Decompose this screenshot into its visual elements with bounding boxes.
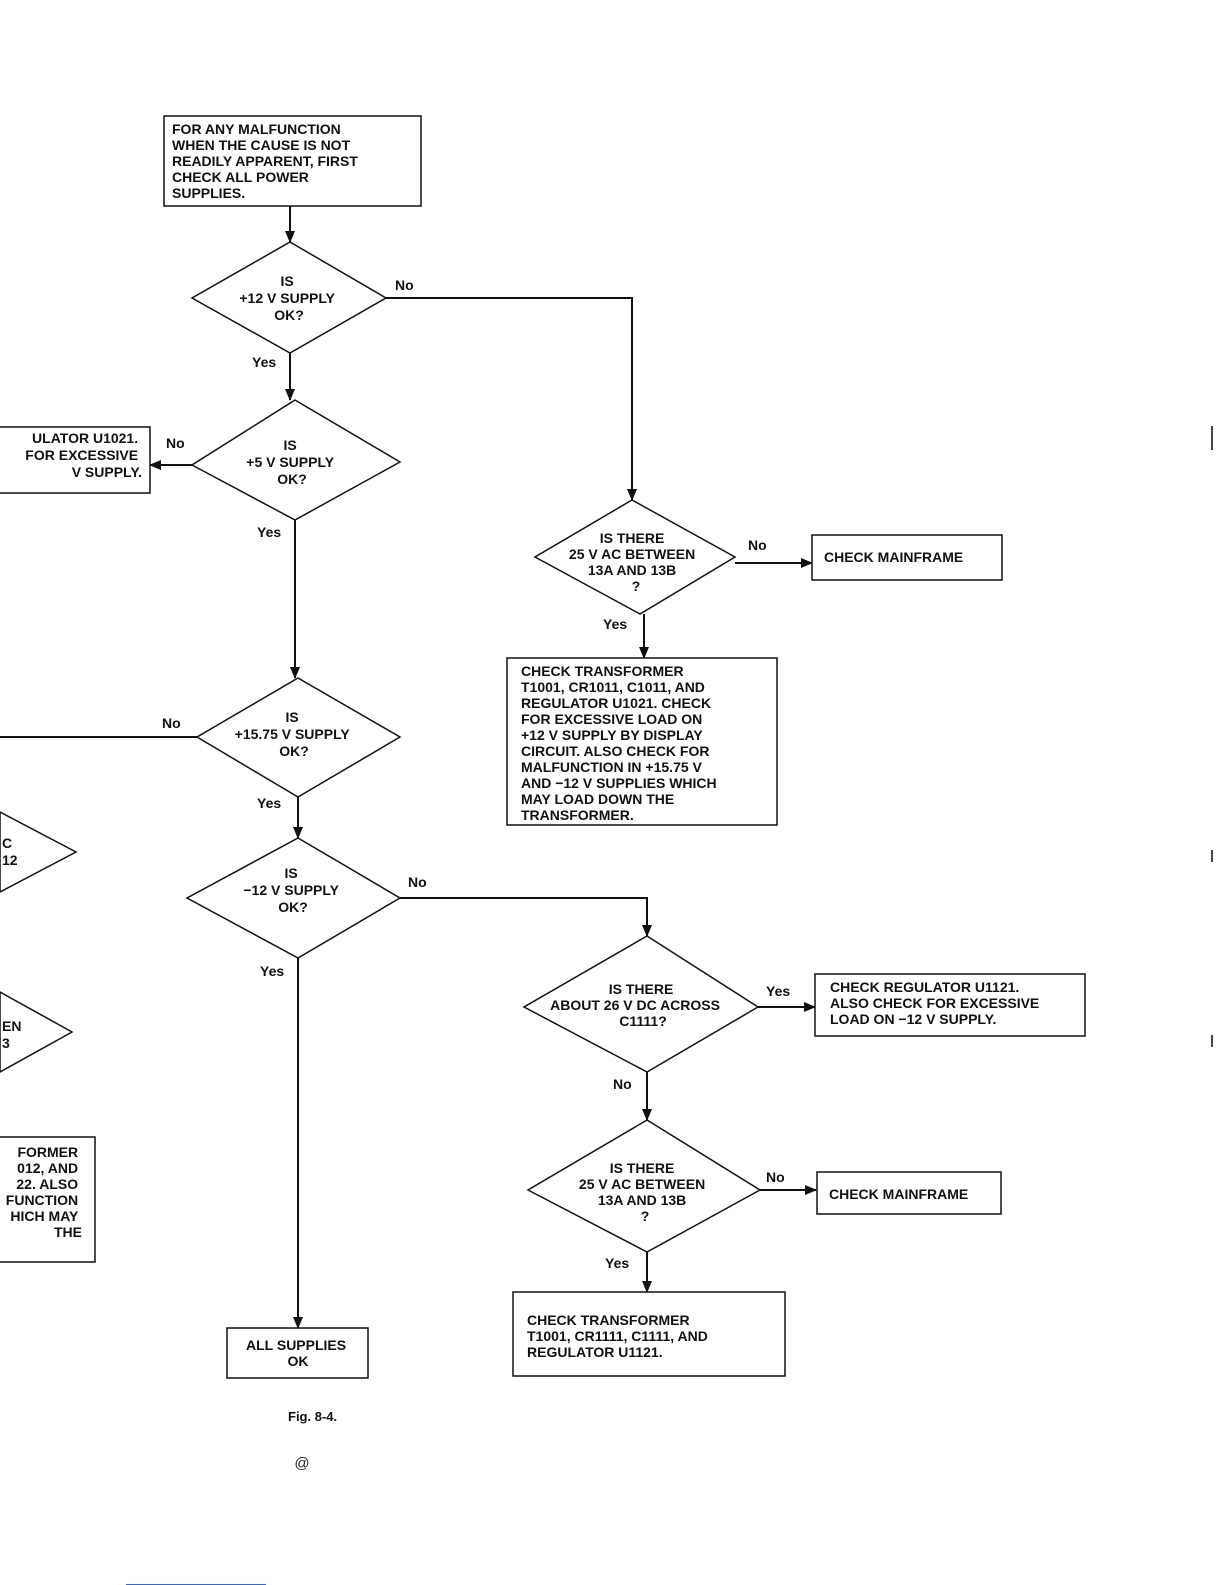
decision-12v	[190, 241, 388, 354]
shapes	[0, 115, 1086, 1379]
left-box-text: FORMER 012, AND 22. ALSO FUNCTION HICH M…	[6, 1144, 82, 1240]
main1-text: CHECK MAINFRAME	[824, 549, 963, 565]
d25a-text: IS THERE 25 V AC BETWEEN 13A AND 13B ?	[569, 530, 699, 594]
d25b-text: IS THERE 25 V AC BETWEEN 13A AND 13B ?	[579, 1160, 709, 1224]
mainframe-box-1	[811, 534, 1003, 581]
dm12-text: IS −12 V SUPPLY OK?	[243, 865, 342, 915]
mainframe-box-2	[816, 1171, 1002, 1215]
label-d25b-yes: Yes	[605, 1255, 629, 1271]
transformer-box-1	[506, 657, 778, 826]
left-decision-1	[0, 811, 78, 893]
label-d26-no: No	[613, 1076, 632, 1092]
reg5-box	[0, 426, 151, 494]
label-d5-yes: Yes	[257, 524, 281, 540]
decision-5v	[190, 399, 402, 521]
decision-26v	[522, 935, 760, 1073]
figure-caption: Fig. 8-4.	[288, 1409, 337, 1424]
label-d1575-no: No	[162, 715, 181, 731]
edge-labels: No Yes No Yes No Yes No Yes No Yes Yes N…	[162, 277, 790, 1271]
label-dm12-yes: Yes	[260, 963, 284, 979]
d26-text: IS THERE ABOUT 26 V DC ACROSS C1111?	[550, 981, 724, 1029]
left-decision-1-text: C 12	[2, 835, 18, 868]
trans2-text: CHECK TRANSFORMER T1001, CR1111, C1111, …	[527, 1312, 712, 1360]
start-text: FOR ANY MALFUNCTION WHEN THE CAUSE IS NO…	[172, 121, 362, 201]
d12-text: IS +12 V SUPPLY OK?	[239, 273, 338, 323]
label-d12-yes: Yes	[252, 354, 276, 370]
left-decision-2	[0, 991, 74, 1073]
reg5-text: ULATOR U1021. FOR EXCESSIVE V SUPPLY.	[25, 430, 142, 480]
left-decision-2-text: EN 3	[2, 1018, 25, 1051]
decision-25v-a	[533, 499, 737, 615]
decision-15-75v	[195, 677, 402, 798]
footer-mark: @	[294, 1455, 309, 1472]
label-d25a-no: No	[748, 537, 767, 553]
label-d12-no: No	[395, 277, 414, 293]
all-supplies-text: ALL SUPPLIES OK	[246, 1337, 350, 1369]
edge-d12-d25a	[386, 297, 637, 501]
d1575-text: IS +15.75 V SUPPLY OK?	[235, 709, 354, 759]
left-box	[0, 1136, 96, 1263]
label-dm12-no: No	[408, 874, 427, 890]
start-box	[163, 115, 422, 207]
all-supplies-box	[226, 1327, 369, 1379]
decision-minus12v	[185, 837, 402, 959]
edge-dm12-d26	[400, 897, 652, 937]
reg1121-text: CHECK REGULATOR U1121. ALSO CHECK FOR EX…	[830, 979, 1043, 1027]
decision-25v-b	[526, 1119, 762, 1253]
label-d25b-no: No	[766, 1169, 785, 1185]
label-d26-yes: Yes	[766, 983, 790, 999]
label-d25a-yes: Yes	[603, 616, 627, 632]
transformer-box-2	[512, 1291, 786, 1377]
label-d1575-yes: Yes	[257, 795, 281, 811]
reg1121-box	[814, 973, 1086, 1037]
trans1-text: CHECK TRANSFORMER T1001, CR1011, C1011, …	[521, 663, 721, 823]
connectors	[0, 206, 817, 1329]
main2-text: CHECK MAINFRAME	[829, 1186, 968, 1202]
node-text: FOR ANY MALFUNCTION WHEN THE CAUSE IS NO…	[2, 121, 1043, 1369]
label-d5-no: No	[166, 435, 185, 451]
d5-text: IS +5 V SUPPLY OK?	[246, 437, 337, 487]
